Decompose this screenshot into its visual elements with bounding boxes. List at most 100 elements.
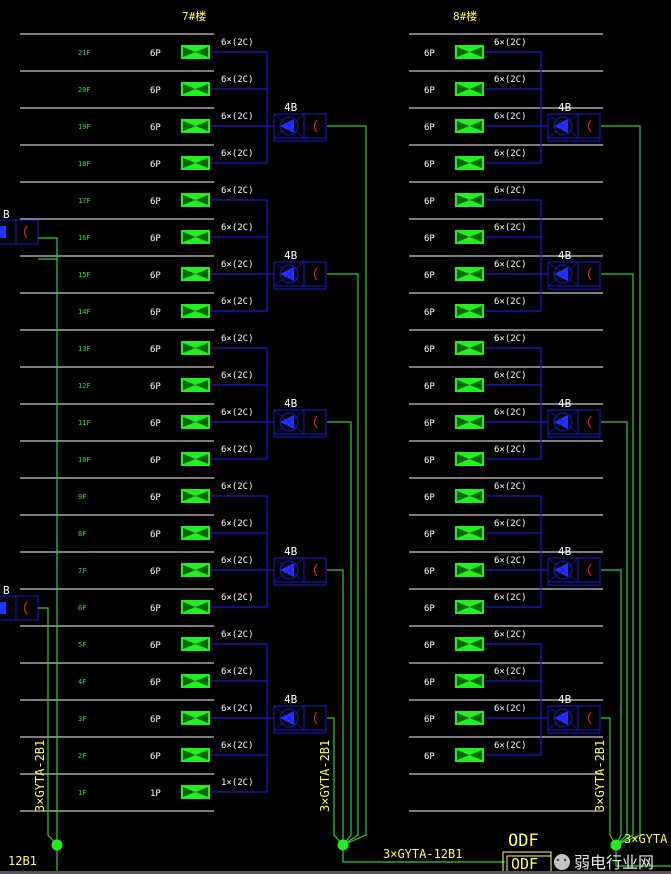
core-count: 6P [424,715,435,725]
cable-spec-label: 6×(2C) [494,334,527,344]
splitter-label: 4B [284,397,298,410]
core-count: 6P [150,382,161,392]
floor-label: 17F [78,197,91,205]
floor-row: 6P6×(2C) [424,519,541,540]
outlet-box-cross-icon [457,528,482,538]
cable-spec-label: 6×(2C) [494,112,527,122]
riser-fiber-cable [38,237,58,874]
odf-box-label: ODF [511,855,538,873]
cable-spec-label: 6×(2C) [494,482,527,492]
floor-label: 12F [78,382,91,390]
fiber-outlet-box [181,415,210,429]
core-count: 6P [150,604,161,614]
core-count: 6P [424,271,435,281]
splitter-triangle-icon [554,563,568,577]
outlet-box-cross-icon [457,232,482,242]
outlet-box-cross-icon [457,639,482,649]
splitter-connector-mark [587,563,592,577]
cable-spec-label: 6×(2C) [221,186,254,196]
cable-spec-label: 6×(2C) [494,297,527,307]
floor-row: 6P6×(2C) [424,38,541,59]
splitter-label: 4B [284,545,298,558]
riser-fiber-cable [601,421,628,846]
fiber-outlet-box [455,378,484,392]
cable-spec-label: 6×(2C) [494,704,527,714]
optical-splitter: 4B [273,397,327,438]
cable-spec-label: 6×(2C) [221,556,254,566]
cable-spec-label: 6×(2C) [221,38,254,48]
core-count: 6P [424,382,435,392]
cable-spec-label: 6×(2C) [494,371,527,381]
riser-fiber-cable [601,717,617,846]
floor-row: 6P6×(2C) [424,556,541,577]
riser-fiber-cable [327,421,352,846]
fiber-outlet-box [455,637,484,651]
core-count: 6P [424,567,435,577]
trunk-fiber-cable [615,845,671,867]
splitter-triangle-icon [280,711,294,725]
splitter-connector-mark [587,415,592,429]
riser-cable-label: 3×GYTA-2B1 [593,740,607,812]
outlet-box-cross-icon [183,195,208,205]
splitter-diagonal [274,262,304,286]
fiber-outlet-box [181,82,210,96]
odf-frame-inner [506,855,552,874]
splitter-frame [547,705,601,731]
trunk-cable-label: 3×GYTA [624,832,668,846]
outlet-box-cross-icon [457,417,482,427]
outlet-box-cross-icon [457,676,482,686]
optical-splitter: 4B [547,101,601,142]
cable-spec-label: 6×(2C) [494,260,527,270]
fiber-outlet-box [455,748,484,762]
trunk-cable-label: 12B1 [8,854,37,868]
optical-splitter: 4B [273,693,327,734]
core-count: 6P [150,160,161,170]
splitter-frame [0,219,39,245]
splitter-diagonal [548,558,578,582]
cable-spec-label: 6×(2C) [494,408,527,418]
fiber-outlet-box [455,526,484,540]
core-count: 6P [424,160,435,170]
outlet-box-cross-icon [457,84,482,94]
cable-spec-label: 6×(2C) [494,667,527,677]
splitter-triangle-icon [0,602,6,614]
cable-spec-label: 6×(2C) [494,38,527,48]
floor-label: 10F [78,456,91,464]
outlet-box-cross-icon [183,121,208,131]
outlet-box-cross-icon [183,47,208,57]
wechat-logo-eye [563,858,567,862]
core-count: 6P [150,567,161,577]
outlet-box-cross-icon [183,602,208,612]
fiber-outlet-box [455,267,484,281]
floor-label: 1F [78,789,86,797]
splitter-diagonal [274,114,304,138]
partial-splitter: B [0,208,39,245]
fiber-outlet-box [455,711,484,725]
core-count: 6P [150,493,161,503]
floor-label: 16F [78,234,91,242]
fiber-outlet-box [181,341,210,355]
wechat-logo-icon [554,854,570,870]
optical-splitter: 4B [273,101,327,142]
outlet-box-cross-icon [457,269,482,279]
splitter-label: 4B [558,249,572,262]
splitter-frame [547,261,601,287]
splitter-connector-mark [313,711,318,725]
floor-label: 18F [78,160,91,168]
floor-label: 2F [78,752,86,760]
fiber-outlet-box [181,785,210,799]
riser-cable-label: 3×GYTA-2B1 [33,740,47,812]
core-count: 6P [424,308,435,318]
fiber-outlet-box [455,674,484,688]
fiber-outlet-box [455,45,484,59]
floor-row: 6P6×(2C) [424,630,541,651]
